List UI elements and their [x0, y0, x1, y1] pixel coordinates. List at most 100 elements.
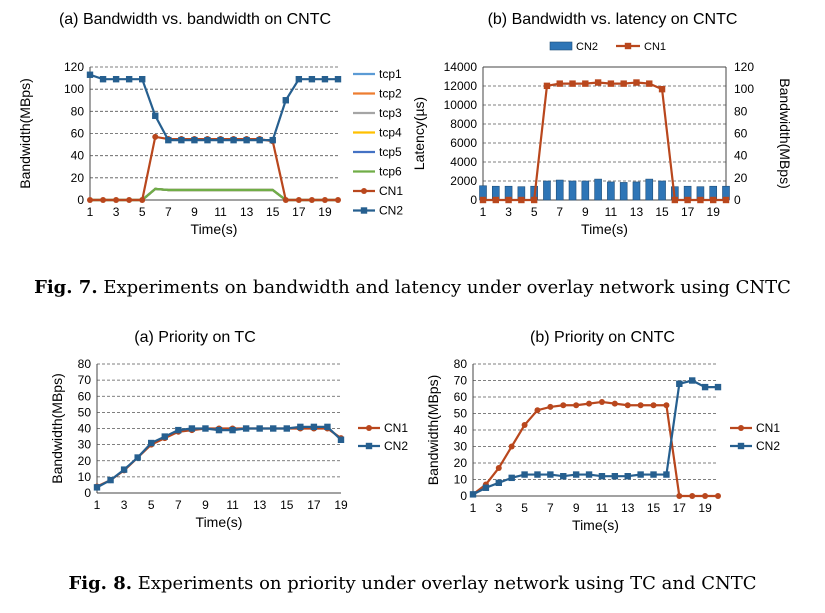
data-point-cn2 [165, 136, 172, 144]
y-tick-label: 10 [78, 470, 92, 484]
data-point-cn2 [120, 466, 128, 473]
x-tick-label: 7 [175, 498, 182, 512]
y-tick-label: 6000 [450, 136, 477, 150]
x-tick-label: 13 [240, 205, 254, 219]
data-point-cn1 [492, 196, 499, 204]
data-point-cn1 [113, 197, 120, 203]
x-tick-label: 7 [165, 205, 172, 219]
y-tick-label: 4000 [450, 155, 477, 169]
legend-marker [365, 442, 373, 450]
data-point-cn2 [482, 484, 490, 491]
data-point-cn2 [689, 377, 696, 384]
data-point-cn1 [295, 197, 302, 203]
legend-label: tcp2 [379, 87, 402, 101]
legend-label: CN2 [576, 41, 598, 53]
y-tick-label: 2000 [450, 174, 477, 188]
x-tick-label: 19 [334, 498, 348, 512]
series-line-cn2 [89, 73, 338, 142]
x-tick-label: 5 [139, 205, 146, 219]
y-tick-label: 120 [64, 60, 84, 74]
x-tick-label: 3 [121, 498, 128, 512]
data-point-cn2 [256, 136, 263, 144]
data-point-cn2 [191, 136, 198, 144]
bar-cn2 [619, 182, 628, 201]
data-point-cn1 [508, 443, 515, 450]
x-tick-label: 13 [253, 498, 267, 512]
data-point-cn1 [100, 197, 107, 203]
bar-cn2 [568, 180, 577, 201]
y-tick-label: 40 [71, 149, 85, 163]
data-point-cn1 [479, 196, 487, 204]
x-tick-label: 5 [148, 498, 155, 512]
x-tick-label: 5 [531, 205, 538, 219]
x-axis-label: Time(s) [196, 514, 243, 530]
x-axis-label: Time(s) [572, 517, 619, 533]
data-point-cn1 [594, 79, 602, 86]
data-point-cn1 [505, 196, 512, 204]
x-tick-label: 17 [681, 205, 695, 219]
y-tick-label: 50 [454, 407, 468, 421]
data-point-cn2 [188, 425, 196, 432]
legend-label: CN2 [756, 439, 780, 453]
data-point-cn2 [534, 471, 541, 478]
data-point-cn2 [637, 471, 644, 478]
x-tick-label: 9 [191, 205, 198, 219]
data-point-cn2 [112, 75, 120, 83]
y-tick-label: 20 [454, 456, 468, 470]
legend-label: tcp4 [379, 126, 402, 140]
x-tick-label: 11 [605, 205, 618, 219]
y-tick-label: 14000 [444, 60, 478, 74]
data-point-cn1 [671, 196, 679, 204]
legend-marker [361, 188, 367, 194]
data-point-cn2 [107, 476, 114, 484]
y-tick-label: 100 [64, 82, 84, 96]
bar-cn2 [581, 180, 590, 201]
legend-marker [737, 442, 745, 450]
x-tick-label: 17 [307, 498, 321, 512]
data-point-cn1 [495, 464, 502, 471]
y-tick-label: 80 [71, 104, 85, 118]
caption-label: Fig. 7. [34, 277, 98, 298]
data-point-cn1 [560, 402, 567, 409]
data-point-cn2 [270, 425, 277, 432]
data-point-cn2 [230, 136, 237, 144]
data-point-cn2 [282, 97, 289, 104]
data-point-cn1 [624, 402, 631, 409]
data-point-cn2 [572, 471, 580, 478]
x-tick-label: 15 [266, 205, 280, 219]
y-tick-label: 60 [454, 390, 468, 404]
data-point-cn2 [676, 380, 683, 387]
data-point-cn2 [521, 471, 528, 478]
data-point-cn2 [175, 426, 182, 434]
legend-label: CN2 [379, 204, 403, 218]
y2-tick-label: 100 [734, 82, 754, 96]
data-point-cn2 [217, 136, 224, 144]
x-tick-label: 3 [495, 501, 502, 515]
data-point-cn2 [152, 112, 159, 119]
x-axis-label: Time(s) [581, 221, 628, 237]
data-point-cn2 [204, 136, 211, 144]
x-tick-label: 5 [521, 501, 528, 515]
x-tick-label: 15 [280, 498, 294, 512]
legend-marker [360, 207, 368, 214]
y2-tick-label: 80 [734, 104, 748, 118]
x-tick-label: 3 [505, 205, 512, 219]
y-tick-label: 50 [78, 405, 92, 419]
x-tick-label: 1 [470, 501, 477, 515]
x-tick-label: 15 [655, 205, 669, 219]
x-tick-label: 7 [547, 501, 554, 515]
data-point-cn2 [161, 433, 168, 440]
x-tick-label: 1 [94, 498, 101, 512]
bar-cn2 [658, 180, 666, 201]
legend-label: tcp1 [379, 67, 402, 81]
y2-tick-label: 40 [734, 149, 748, 163]
data-point-cn1 [663, 402, 670, 409]
data-point-cn1 [335, 197, 341, 203]
x-tick-label: 1 [480, 205, 487, 219]
data-point-cn2 [321, 75, 329, 83]
chart-title: (a) Bandwidth vs. bandwidth on CNTC [58, 11, 332, 28]
bar-cn2 [645, 178, 654, 201]
y-tick-label: 0 [470, 193, 477, 207]
